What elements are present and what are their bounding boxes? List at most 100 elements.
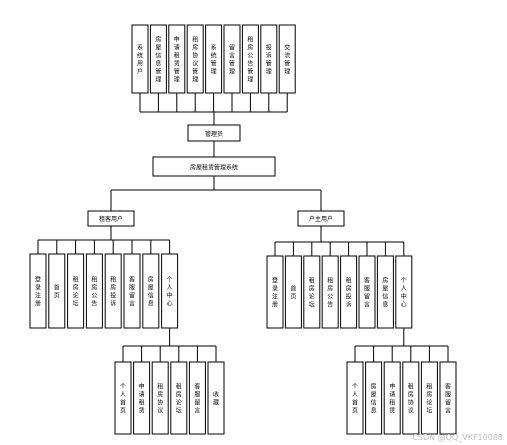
owner-module-1: 首页 (284, 255, 302, 329)
admin-module-4: 系统管理 (205, 24, 223, 94)
admin-module-label: 房屋信息管理 (155, 35, 161, 83)
owner-module-box (321, 255, 339, 329)
tenant-personal-module-label: 收藏 (213, 390, 219, 406)
owner-personal-module-4: 租房论坛 (420, 361, 438, 435)
owner-module-label: 客服留言 (364, 276, 370, 308)
owner-personal-module-label: 个人首页 (352, 383, 358, 414)
tenant-module-box (67, 253, 85, 329)
admin-module-box (149, 24, 167, 94)
tenant-module-box (104, 253, 122, 329)
admin-label: 管理员 (205, 130, 223, 138)
tenant-personal-module-4: 客服留言 (188, 361, 206, 435)
owner-module-2: 租房论坛 (303, 255, 321, 329)
owner-module-label: 租房公告 (327, 276, 333, 308)
tenant-personal-module-box (170, 361, 188, 435)
admin-module-box (278, 24, 296, 94)
tenant-personal-module-1: 申请租赁 (133, 361, 151, 435)
tenant-module-2: 租房论坛 (67, 253, 85, 329)
tenant-user-node: 租客用户 (87, 210, 135, 227)
owner-user-label: 户主用户 (309, 215, 333, 223)
owner-personal-module-label: 客服留言 (445, 382, 451, 414)
tenant-module-box (142, 253, 160, 329)
owner-personal-module-1: 房屋信息 (365, 361, 383, 435)
admin-module-8: 交流管理 (278, 24, 296, 94)
owner-module-3: 租房公告 (321, 255, 339, 329)
tenant-module-box (85, 253, 103, 329)
tenant-module-box (29, 253, 47, 329)
admin-module-5: 留言管理 (223, 24, 241, 94)
owner-module-box (303, 255, 321, 329)
owner-module-box (266, 255, 284, 329)
tenant-module-label: 登录注册 (35, 275, 41, 307)
owner-personal-module-0: 个人首页 (346, 361, 364, 435)
tenant-module-1: 首页 (48, 253, 66, 329)
tenant-personal-module-box (151, 361, 169, 435)
admin-module-label: 留言管理 (229, 43, 235, 75)
admin-module-label: 系统用户 (137, 43, 143, 75)
owner-module-box (284, 255, 302, 329)
owner-personal-module-3: 租房协议 (402, 361, 420, 435)
admin-module-label: 租房公告管理 (247, 35, 253, 83)
tenant-module-label: 租房投诉 (110, 275, 116, 307)
tenant-personal-module-label: 客服留言 (194, 382, 200, 414)
admin-module-6: 租房公告管理 (241, 24, 259, 94)
tenant-module-4: 租房投诉 (104, 253, 122, 329)
owner-personal-module-label: 房屋信息 (371, 382, 377, 414)
admin-module-box (131, 24, 149, 94)
owner-module-box (395, 255, 413, 329)
tenant-module-box (161, 253, 179, 329)
tenant-personal-module-box (188, 361, 206, 435)
tenant-module-box (48, 253, 66, 329)
admin-module-1: 房屋信息管理 (149, 24, 167, 94)
admin-module-label: 投诉管理 (266, 43, 272, 75)
owner-module-box (358, 255, 376, 329)
tenant-personal-module-label: 个人首页 (120, 383, 126, 414)
system-root-node: 房屋租赁管理系统 (152, 156, 276, 177)
owner-user-node: 户主用户 (297, 210, 345, 227)
admin-module-0: 系统用户 (131, 24, 149, 94)
owner-module-0: 登录注册 (266, 255, 284, 329)
tenant-personal-module-box (133, 361, 151, 435)
tenant-module-5: 客服留言 (123, 253, 141, 329)
tenant-personal-module-label: 租房协议 (157, 382, 163, 414)
owner-personal-module-box (439, 361, 457, 435)
admin-module-box (260, 24, 278, 94)
watermark: CSDN @QQ_VKF10088 (412, 433, 503, 442)
tenant-personal-module-box (114, 361, 132, 435)
connector-lines (37, 93, 449, 362)
owner-personal-module-box (402, 361, 420, 435)
owner-personal-module-label: 租房论坛 (426, 382, 432, 414)
owner-personal-module-box (420, 361, 438, 435)
tenant-module-label: 房屋信息 (148, 275, 154, 307)
owner-module-7: 个人中心 (395, 255, 413, 329)
tenant-personal-module-box (207, 361, 225, 435)
owner-module-box (376, 255, 394, 329)
admin-module-2: 申请租赁管理 (168, 24, 186, 94)
tenant-personal-module-5: 收藏 (207, 361, 225, 435)
admin-module-box (168, 24, 186, 94)
owner-module-label: 租房投诉 (346, 276, 352, 308)
owner-module-label: 首页 (290, 284, 296, 300)
owner-module-4: 租房投诉 (340, 255, 358, 329)
tenant-module-label: 客服留言 (129, 275, 135, 307)
tenant-module-label: 租房论坛 (73, 275, 79, 307)
tenant-personal-module-3: 租房论坛 (170, 361, 188, 435)
tenant-personal-module-0: 个人首页 (114, 361, 132, 435)
admin-module-3: 租房协议管理 (186, 24, 204, 94)
system-title: 房屋租赁管理系统 (190, 164, 238, 172)
owner-module-6: 房屋信息 (376, 255, 394, 329)
tenant-module-0: 登录注册 (29, 253, 47, 329)
owner-personal-module-box (365, 361, 383, 435)
tenant-module-label: 个人中心 (167, 276, 173, 307)
owner-personal-module-5: 客服留言 (439, 361, 457, 435)
tenant-personal-module-label: 租房论坛 (176, 382, 182, 414)
tenant-module-7: 个人中心 (161, 253, 179, 329)
tenant-module-6: 房屋信息 (142, 253, 160, 329)
admin-module-box (223, 24, 241, 94)
